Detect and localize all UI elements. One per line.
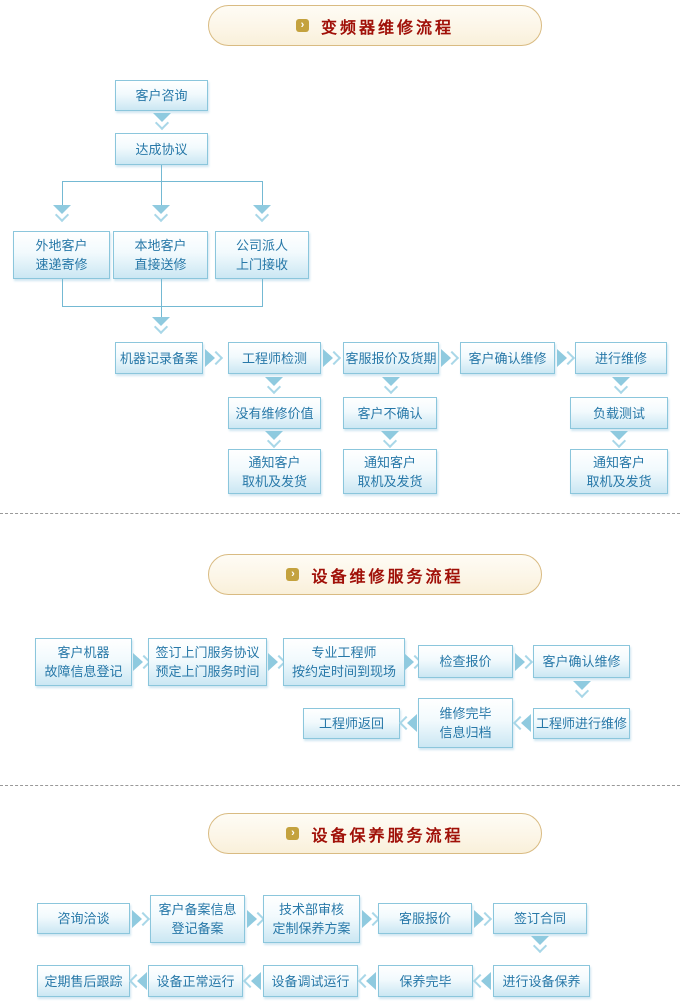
node-check-quote: 检查报价: [418, 645, 513, 678]
node-customer-not-confirm: 客户不确认: [343, 397, 437, 429]
arrow-down-icon: [150, 317, 172, 335]
arrow-down-icon: [263, 431, 285, 449]
connector-line: [161, 306, 162, 317]
node-do-maintenance: 进行设备保养: [493, 965, 590, 997]
arrow-left-icon: [472, 972, 491, 990]
node-reach-agreement: 达成协议: [115, 133, 208, 165]
connector-line: [262, 279, 263, 306]
arrow-right-icon: [323, 349, 342, 367]
arrow-down-icon: [571, 681, 593, 699]
node-confirm-repair: 客户确认维修: [533, 645, 630, 678]
node-engineer-return: 工程师返回: [303, 708, 400, 739]
node-service-quote3: 客服报价: [378, 903, 472, 934]
node-after-sales-track: 定期售后跟踪: [37, 965, 130, 997]
section-divider: [0, 513, 680, 514]
arrow-down-icon: [251, 205, 273, 223]
connector-line: [161, 181, 162, 205]
connector-line: [62, 181, 263, 182]
arrow-right-icon: [247, 910, 266, 928]
arrow-left-icon: [357, 972, 376, 990]
section3-header: › 设备保养服务流程: [208, 813, 542, 854]
node-customer-confirm: 客户确认维修: [460, 342, 555, 374]
arrow-right-icon: [441, 349, 460, 367]
node-sign-service-agreement: 签订上门服务协议预定上门服务时间: [148, 638, 267, 686]
section1-title: 变频器维修流程: [320, 19, 454, 37]
node-remote-customer: 外地客户速递寄修: [13, 231, 110, 279]
arrow-right-icon: [268, 653, 287, 671]
node-no-repair-value: 没有维修价值: [228, 397, 321, 429]
arrow-down-icon: [379, 431, 401, 449]
node-company-pickup: 公司派人上门接收: [215, 231, 309, 279]
node-service-quote: 客服报价及货期: [343, 342, 439, 374]
arrow-right-icon: [474, 910, 493, 928]
node-consult-talk: 咨询洽谈: [37, 903, 130, 934]
section2-title: 设备维修服务流程: [311, 568, 464, 586]
node-do-repair: 进行维修: [575, 342, 667, 374]
node-normal-run: 设备正常运行: [148, 965, 243, 997]
connector-line: [161, 165, 162, 181]
connector-line: [62, 181, 63, 205]
node-engineer-repair: 工程师进行维修: [533, 708, 630, 739]
arrow-right-icon: [404, 653, 423, 671]
connector-line: [262, 181, 263, 205]
node-fault-register: 客户机器故障信息登记: [35, 638, 132, 686]
node-load-test: 负载测试: [570, 397, 668, 429]
arrow-down-icon: [608, 431, 630, 449]
arrow-right-icon: [515, 653, 534, 671]
node-engineer-inspect: 工程师检测: [228, 342, 321, 374]
section3-title: 设备保养服务流程: [311, 827, 464, 845]
arrow-left-icon: [242, 972, 261, 990]
arrow-down-icon: [529, 936, 551, 954]
arrow-down-icon: [151, 113, 173, 131]
bullet-arrow-icon: ›: [286, 827, 300, 840]
node-engineer-onsite: 专业工程师按约定时间到现场: [283, 638, 405, 686]
node-notify-customer-2: 通知客户取机及发货: [343, 449, 437, 494]
arrow-right-icon: [362, 910, 381, 928]
node-sign-contract: 签订合同: [493, 903, 587, 934]
arrow-down-icon: [380, 377, 402, 395]
bullet-arrow-icon: ›: [286, 568, 300, 581]
arrow-right-icon: [557, 349, 576, 367]
node-customer-consult: 客户咨询: [115, 80, 208, 111]
arrow-right-icon: [133, 653, 152, 671]
node-archive-info: 维修完毕信息归档: [418, 698, 513, 748]
connector-line: [161, 279, 162, 306]
node-maintenance-done: 保养完毕: [378, 965, 473, 997]
arrow-right-icon: [132, 910, 151, 928]
section1-header: › 变频器维修流程: [208, 5, 542, 46]
arrow-left-icon: [512, 714, 531, 732]
bullet-arrow-icon: ›: [295, 19, 309, 32]
arrow-down-icon: [51, 205, 73, 223]
section2-header: › 设备维修服务流程: [208, 554, 542, 595]
node-local-customer: 本地客户直接送修: [113, 231, 208, 279]
arrow-down-icon: [263, 377, 285, 395]
node-notify-customer-3: 通知客户取机及发货: [570, 449, 668, 494]
node-notify-customer-1: 通知客户取机及发货: [228, 449, 321, 494]
node-debug-run: 设备调试运行: [263, 965, 358, 997]
node-tech-review: 技术部审核定制保养方案: [263, 895, 360, 943]
connector-line: [62, 279, 63, 306]
node-machine-record: 机器记录备案: [115, 342, 203, 374]
arrow-down-icon: [150, 205, 172, 223]
arrow-right-icon: [205, 349, 224, 367]
arrow-left-icon: [128, 972, 147, 990]
connector-line: [62, 306, 263, 307]
arrow-left-icon: [398, 714, 417, 732]
arrow-down-icon: [610, 377, 632, 395]
section-divider: [0, 785, 680, 786]
node-record-register: 客户备案信息登记备案: [150, 895, 245, 943]
